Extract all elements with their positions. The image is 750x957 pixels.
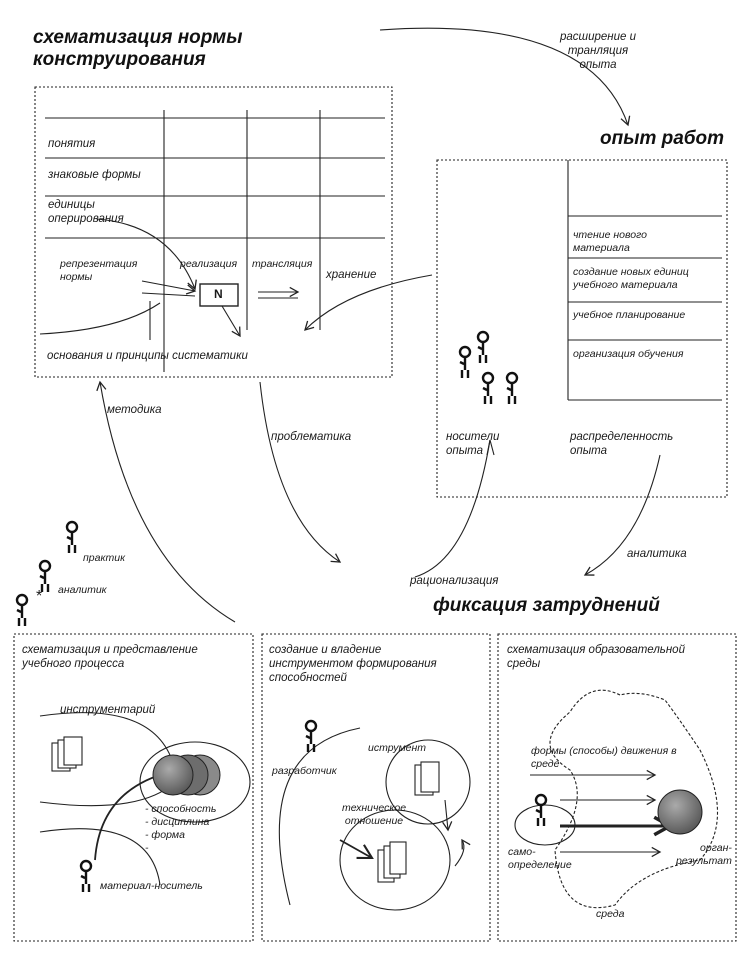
- panel3-title: схематизация образовательной среды: [507, 644, 685, 670]
- analytics-label: аналитика: [627, 548, 687, 560]
- panel1-figure: [79, 859, 93, 892]
- row-sign-forms: знаковые формы: [48, 169, 141, 181]
- panel2-developer: разработчик: [272, 765, 337, 777]
- translation-label: трансляция: [252, 258, 313, 270]
- n-box: [199, 283, 239, 307]
- repr-arrow: [141, 280, 197, 295]
- instrument-doc-icon: [414, 761, 440, 796]
- exp-item-planning: учебное планирование: [573, 309, 686, 321]
- carrier-figure: [481, 371, 495, 404]
- n-symbol: N: [214, 287, 223, 301]
- documents-icon: [51, 736, 83, 772]
- analyst-label: аналитик: [58, 584, 107, 596]
- experience-list: [567, 160, 722, 401]
- methodology-arrow: [96, 380, 236, 623]
- experience-box: [436, 159, 728, 498]
- row-concepts: понятия: [48, 138, 96, 150]
- panel-2-frame: [261, 633, 491, 942]
- heading-experience: опыт работ: [600, 128, 725, 149]
- carriers-label: носители опыта: [446, 431, 500, 457]
- developer-figure: [304, 719, 318, 752]
- storage-label: хранение: [326, 269, 377, 281]
- instrument-ellipse: [385, 739, 471, 825]
- panel-3-frame: [497, 633, 737, 942]
- carrier-figure: [505, 371, 519, 404]
- heading-norm: схематизация нормы конструирования: [33, 27, 243, 70]
- panel1-carrier: материал-носитель: [100, 880, 203, 892]
- problematics-arrow: [259, 381, 342, 563]
- panel2-instrument: иструмент: [368, 742, 427, 754]
- distribution-label: распределенность опыта: [570, 431, 674, 457]
- systematics-label: основания и принципы систематики: [47, 350, 248, 362]
- norm-table: [45, 110, 385, 372]
- heading-difficulties: фиксация затруднений: [433, 595, 660, 616]
- organ-ball: [657, 789, 703, 835]
- analyst-figure: [38, 559, 52, 592]
- representation-label: репрезентация нормы: [60, 258, 138, 283]
- carrier-figure: [458, 345, 472, 378]
- carrier-figure: [476, 330, 490, 363]
- exp-item-organization: организация обучения: [573, 348, 684, 360]
- abilities-balls: [152, 754, 221, 796]
- norm-box: [34, 86, 393, 378]
- star-figure: [15, 593, 29, 626]
- panel1-title: схематизация и представление учебного пр…: [22, 644, 198, 670]
- n-down-arrow: [221, 305, 241, 338]
- storage-arrow: [304, 274, 433, 331]
- tech-doc-icon: [377, 841, 407, 883]
- panel3-environment: среда: [596, 908, 625, 920]
- star-mark: *: [36, 588, 43, 605]
- panel1-abilities: - способность - дисциплина - форма -: [145, 803, 217, 854]
- panel1-toolkit: инструментарий: [60, 704, 156, 716]
- abilities-ellipse: [139, 741, 251, 823]
- row-units: единицы оперирования: [48, 199, 124, 225]
- exp-item-units: создание новых единиц учебного материала: [573, 266, 689, 291]
- tech-relation-ellipse: [339, 809, 451, 911]
- practitioner-figure: [65, 520, 79, 553]
- panel3-self: само- определение: [508, 846, 572, 871]
- rationalization-arrow: [414, 439, 491, 578]
- self-figure: [534, 793, 548, 826]
- expansion-arrow: [379, 27, 631, 127]
- repr-curve: [96, 218, 197, 291]
- exp-item-reading: чтение нового материала: [573, 229, 648, 254]
- panel3-organ: орган- результат: [676, 842, 732, 867]
- expansion-label: расширение и транляция опыта: [560, 31, 636, 71]
- panel-1-frame: [13, 633, 254, 942]
- environment-contour: [549, 689, 719, 909]
- panel2-tech-relation: техническое отношение: [342, 802, 407, 827]
- practitioner-label: практик: [83, 552, 126, 564]
- panel2-title: создание и владение инструментом формиро…: [269, 644, 437, 684]
- methodology-label: методика: [107, 404, 162, 416]
- problematics-label: проблематика: [271, 431, 352, 443]
- panel3-forms: формы (способы) движения в среде: [531, 745, 677, 770]
- rationalization-label: рационализация: [410, 575, 499, 587]
- analytics-arrow: [583, 454, 661, 576]
- realization-label: реализация: [180, 258, 238, 270]
